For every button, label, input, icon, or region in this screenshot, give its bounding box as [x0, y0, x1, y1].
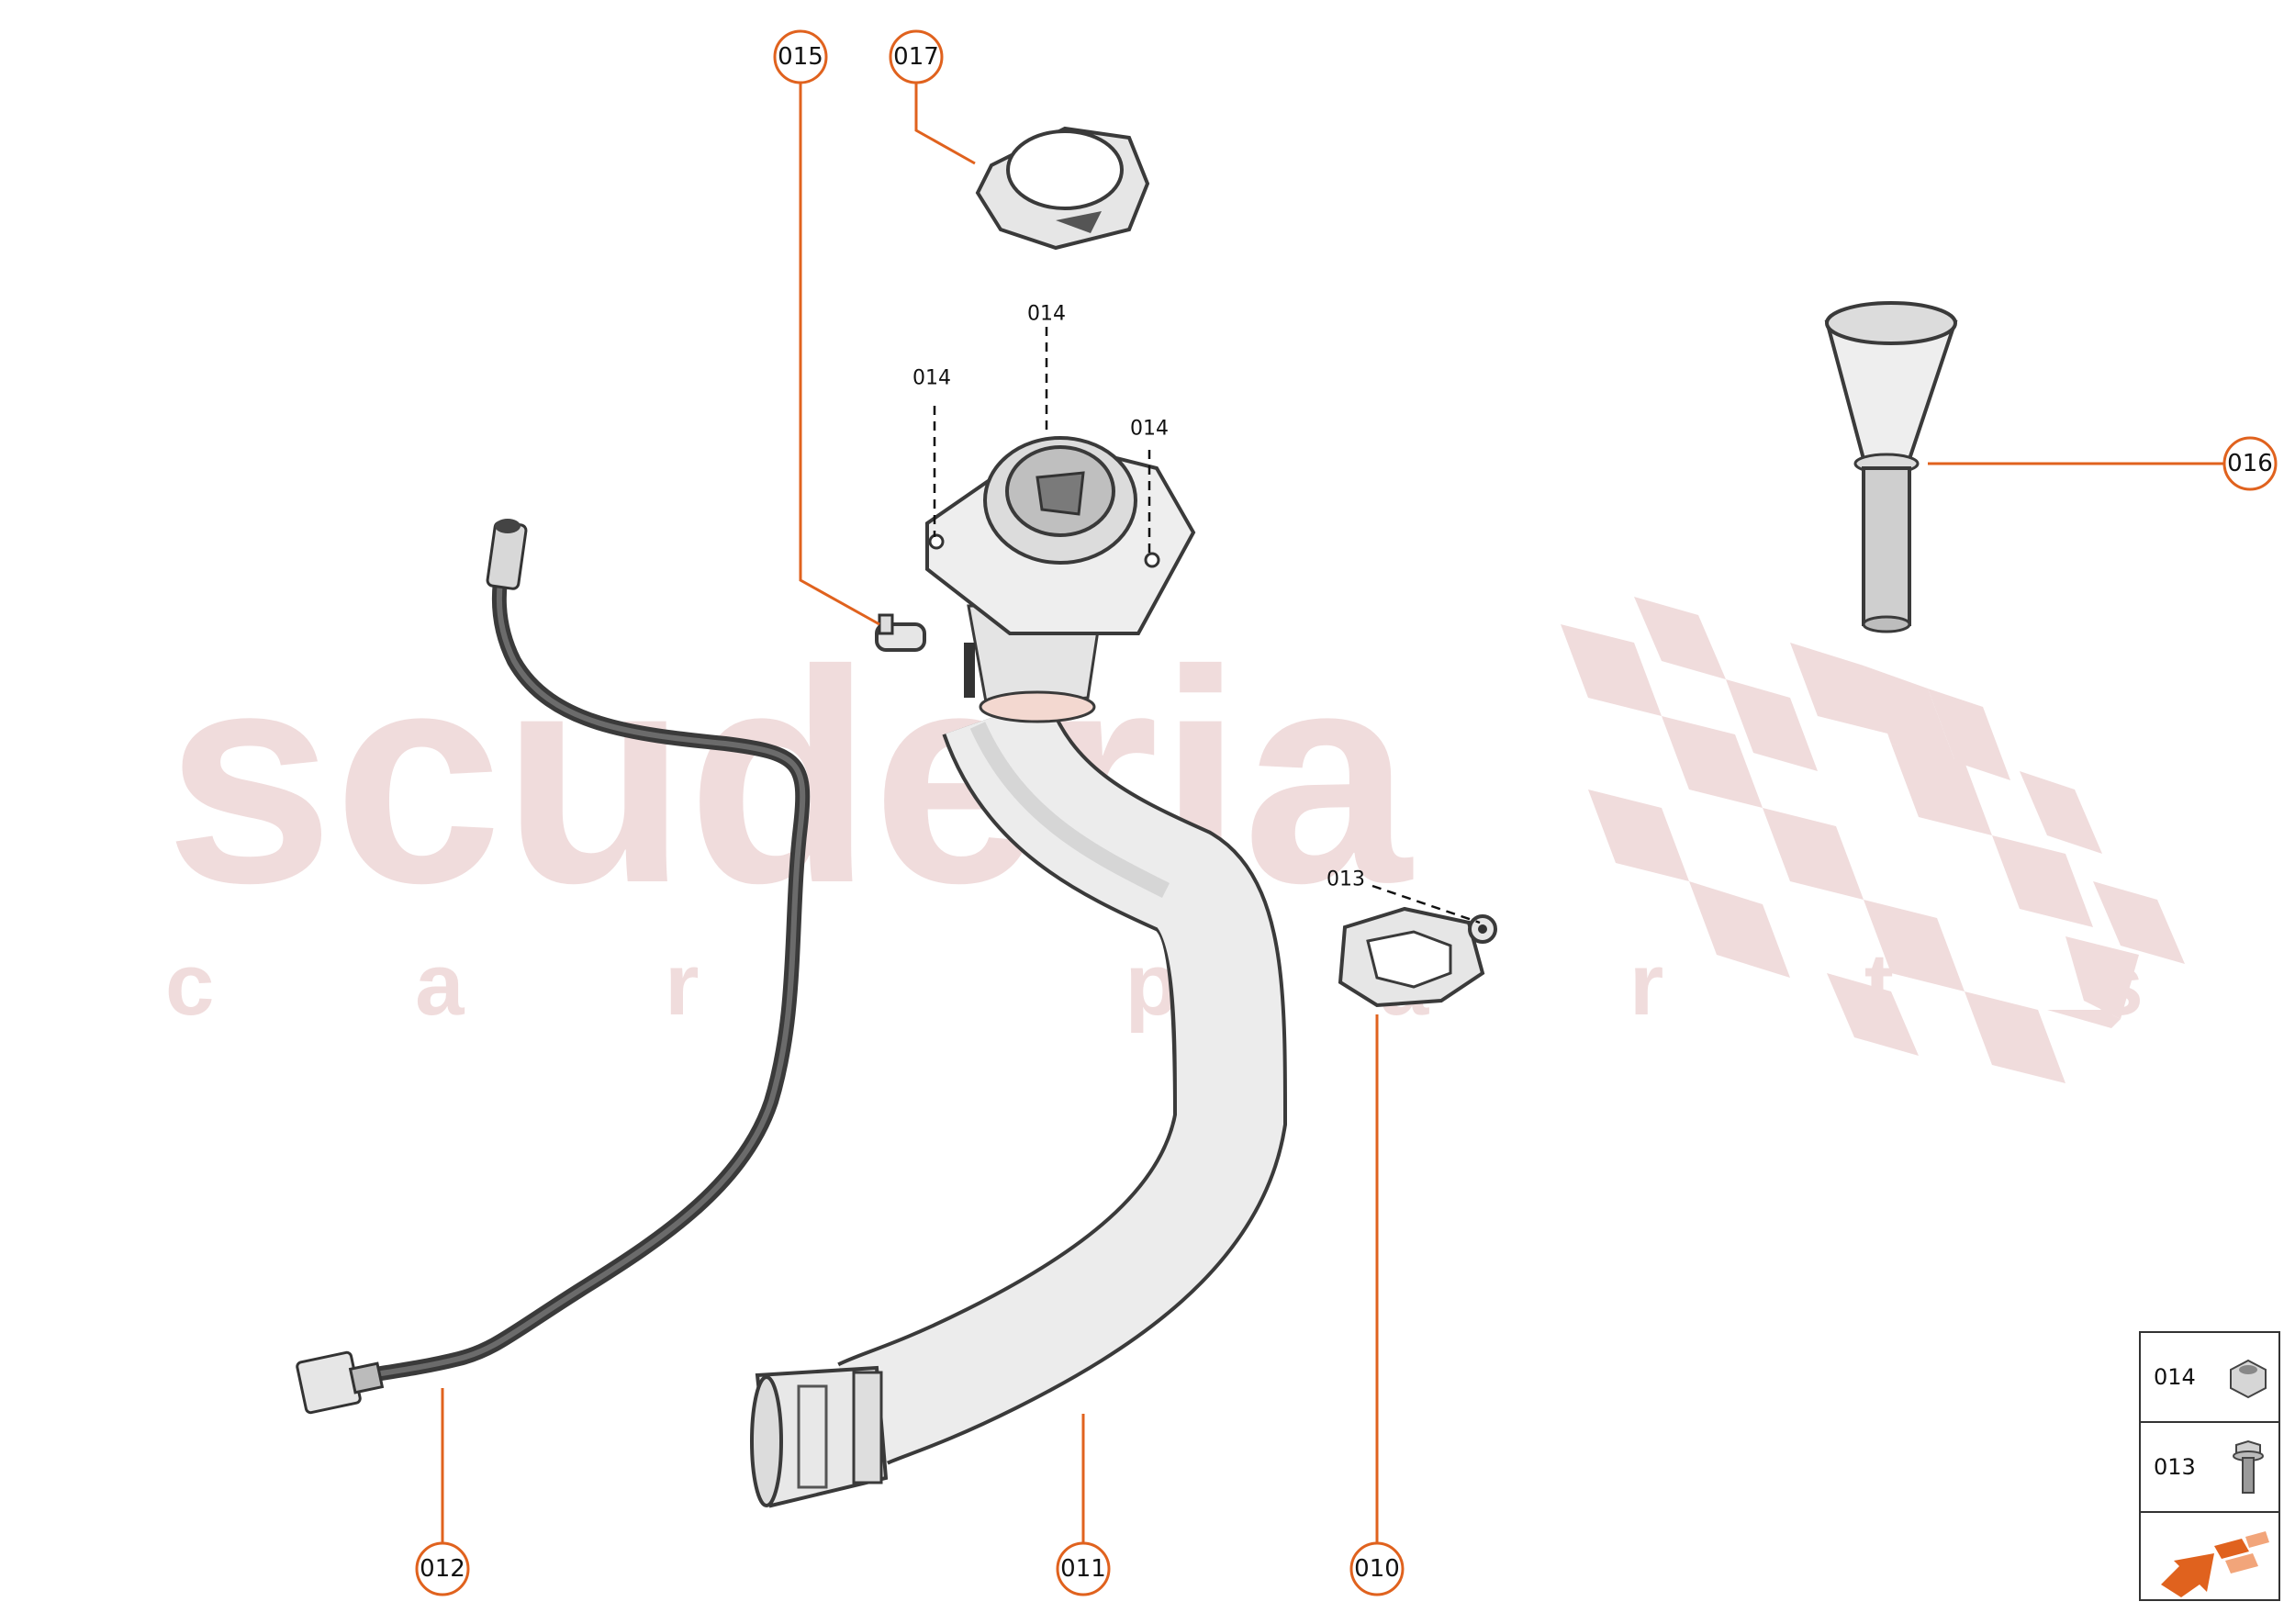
nut-icon — [2230, 1359, 2267, 1399]
callouts: 015 017 016 012 011 010 014 014 014 013 — [415, 29, 2278, 1596]
watermark: scuderia c a r p a r t s — [165, 597, 2232, 1083]
label-014-right: 014 — [1130, 418, 1169, 441]
callout-leaders — [441, 81, 2224, 1543]
svg-text:010: 010 — [1354, 1555, 1400, 1583]
legend-label-013: 013 — [2154, 1454, 2196, 1480]
part-012-wire-harness — [296, 519, 811, 1415]
label-014-top: 014 — [1027, 303, 1066, 326]
svg-text:017: 017 — [893, 43, 939, 71]
callout-012: 012 — [415, 1541, 470, 1596]
svg-text:012: 012 — [420, 1555, 465, 1583]
watermark-car-parts: c a r p a r t s — [165, 935, 2232, 1034]
part-015-clip — [875, 613, 926, 652]
fastener-legend: 014 013 — [2139, 1331, 2280, 1601]
legend-row-013: 013 — [2141, 1423, 2278, 1513]
callout-017: 017 — [889, 29, 944, 84]
legend-label-014: 014 — [2154, 1364, 2196, 1390]
svg-text:016: 016 — [2227, 450, 2273, 477]
label-013: 013 — [1327, 868, 1365, 891]
label-014-left: 014 — [912, 367, 951, 390]
part-011-filler-pipe — [750, 436, 1288, 1508]
part-010-bracket — [1338, 906, 1497, 1008]
callout-010: 010 — [1349, 1541, 1405, 1596]
dashed-leaders — [933, 327, 1481, 924]
watermark-checker-flag — [1561, 597, 2185, 1083]
svg-text:011: 011 — [1060, 1555, 1106, 1583]
callout-011: 011 — [1056, 1541, 1111, 1596]
part-017-fuel-cap — [975, 126, 1150, 251]
callout-015: 015 — [773, 29, 828, 84]
svg-text:015: 015 — [778, 43, 823, 71]
part-016-funnel — [1824, 301, 1958, 633]
legend-row-014: 014 — [2141, 1333, 2278, 1423]
bolt-icon — [2233, 1439, 2264, 1494]
direction-arrow-icon — [2161, 1531, 2269, 1597]
callout-016: 016 — [2222, 436, 2278, 491]
